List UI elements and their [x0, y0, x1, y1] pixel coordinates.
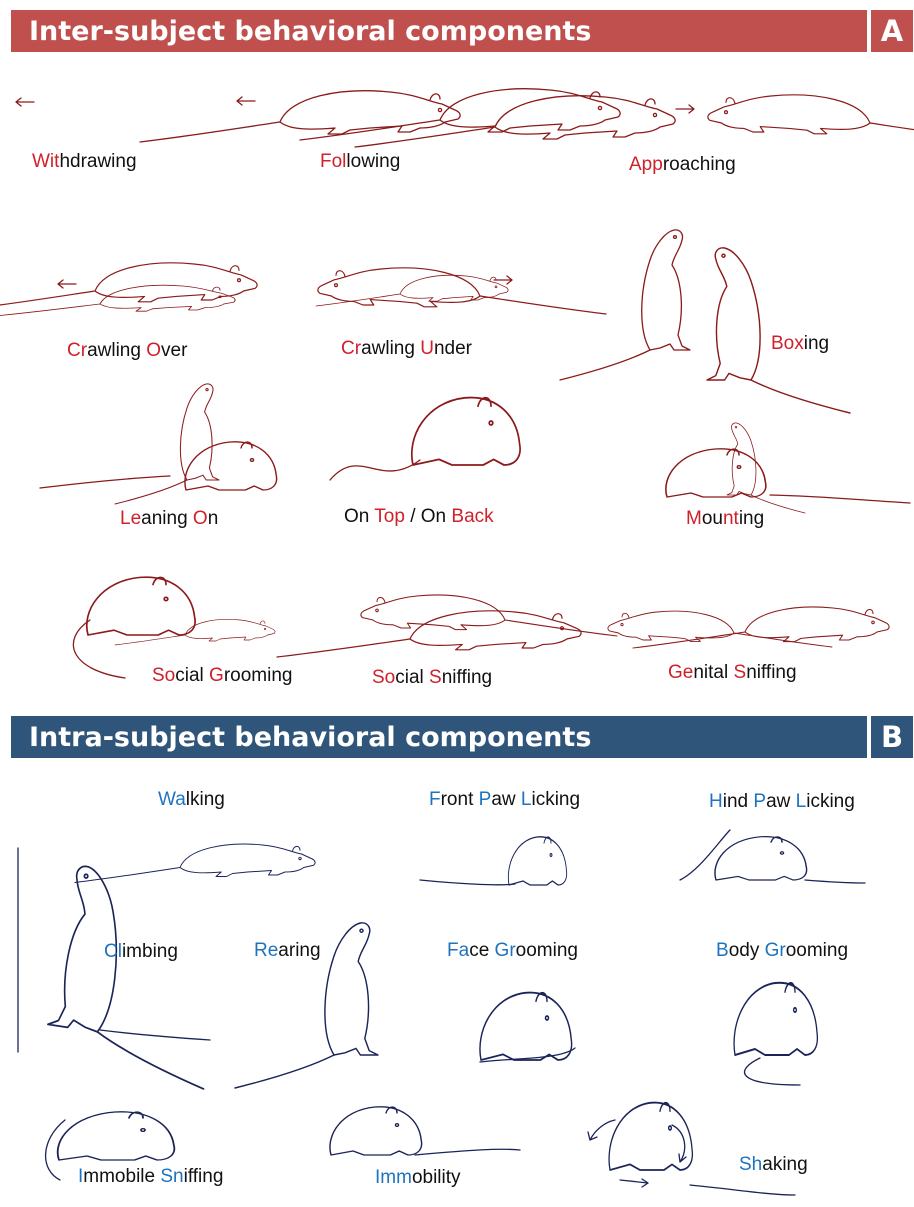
label-front-paw-licking: Front Paw Licking [429, 789, 580, 811]
rat-drawing-group-b [18, 830, 865, 1195]
rat-drawing [43, 864, 230, 1089]
rat-drawing [0, 263, 257, 309]
shake-motion-arrow-icon [588, 1120, 615, 1140]
rat-drawing [633, 607, 889, 648]
rat-drawing [330, 460, 420, 480]
shake-motion-arrow-icon [620, 1179, 648, 1187]
label-social-sniffing: Social Sniffing [372, 667, 492, 689]
label-following: Following [320, 151, 400, 173]
label-climbing: Climbing [104, 941, 178, 963]
label-crawling-over: Crawling Over [67, 340, 187, 362]
rat-drawing-group-a [0, 89, 914, 678]
label-boxing: Boxing [771, 333, 829, 355]
rat-drawing [73, 620, 125, 678]
rat-drawing [412, 398, 520, 465]
rat-drawing [100, 1030, 210, 1040]
direction-arrow-icon [676, 105, 694, 113]
label-genital-sniffing: Genital Sniffing [668, 662, 797, 684]
rat-drawing [480, 993, 572, 1060]
direction-arrow-icon [16, 98, 34, 106]
rat-drawing [318, 268, 606, 314]
shake-motion-arrow-icon [672, 1125, 686, 1162]
rat-drawing [75, 844, 315, 882]
rat-drawing [707, 248, 850, 413]
label-immobile-sniffing: Immobile Sniffing [78, 1166, 223, 1188]
rat-drawing [415, 1149, 520, 1155]
label-leaning-on: Leaning On [120, 508, 218, 530]
rat-drawing [115, 384, 219, 504]
label-immobility: Immobility [375, 1167, 461, 1189]
direction-arrow-icon [237, 97, 255, 105]
rat-drawing [40, 476, 170, 488]
label-rearing: Rearing [254, 940, 321, 962]
rat-drawing [87, 577, 195, 635]
rat-drawing [745, 1058, 800, 1085]
label-social-grooming: Social Grooming [152, 665, 292, 687]
label-approaching: Approaching [629, 154, 736, 176]
label-shaking: Shaking [739, 1154, 808, 1176]
label-walking: Walking [158, 789, 225, 811]
rat-drawing [185, 442, 277, 490]
rat-drawing [46, 1120, 65, 1180]
direction-arrow-icon [58, 280, 76, 288]
rat-drawing [690, 1185, 795, 1195]
rat-drawing [330, 1107, 422, 1155]
rat-drawing [58, 1112, 175, 1160]
rat-drawing [708, 95, 914, 141]
rat-drawing [666, 449, 766, 497]
label-face-grooming: Face Grooming [447, 940, 578, 962]
rat-drawing [805, 880, 865, 883]
rat-drawing [608, 611, 832, 647]
rat-drawing [508, 837, 566, 885]
label-body-grooming: Body Grooming [716, 940, 848, 962]
label-withdrawing: Withdrawing [32, 151, 137, 173]
rat-drawing [715, 837, 807, 880]
label-crawling-under: Crawling Under [341, 338, 472, 360]
label-hind-paw-licking: Hind Paw Licking [709, 791, 855, 813]
rat-drawing [420, 880, 515, 885]
rat-drawing [680, 830, 730, 880]
rat-drawing [560, 230, 690, 380]
rat-drawing [0, 285, 235, 316]
label-mounting: Mounting [686, 508, 764, 530]
label-on-top-on-back: On Top / On Back [344, 506, 494, 528]
rat-drawing [355, 96, 675, 147]
rat-drawing [277, 611, 581, 657]
rat-drawing [770, 495, 910, 503]
rat-drawing [734, 983, 817, 1055]
rat-drawing [140, 91, 460, 142]
